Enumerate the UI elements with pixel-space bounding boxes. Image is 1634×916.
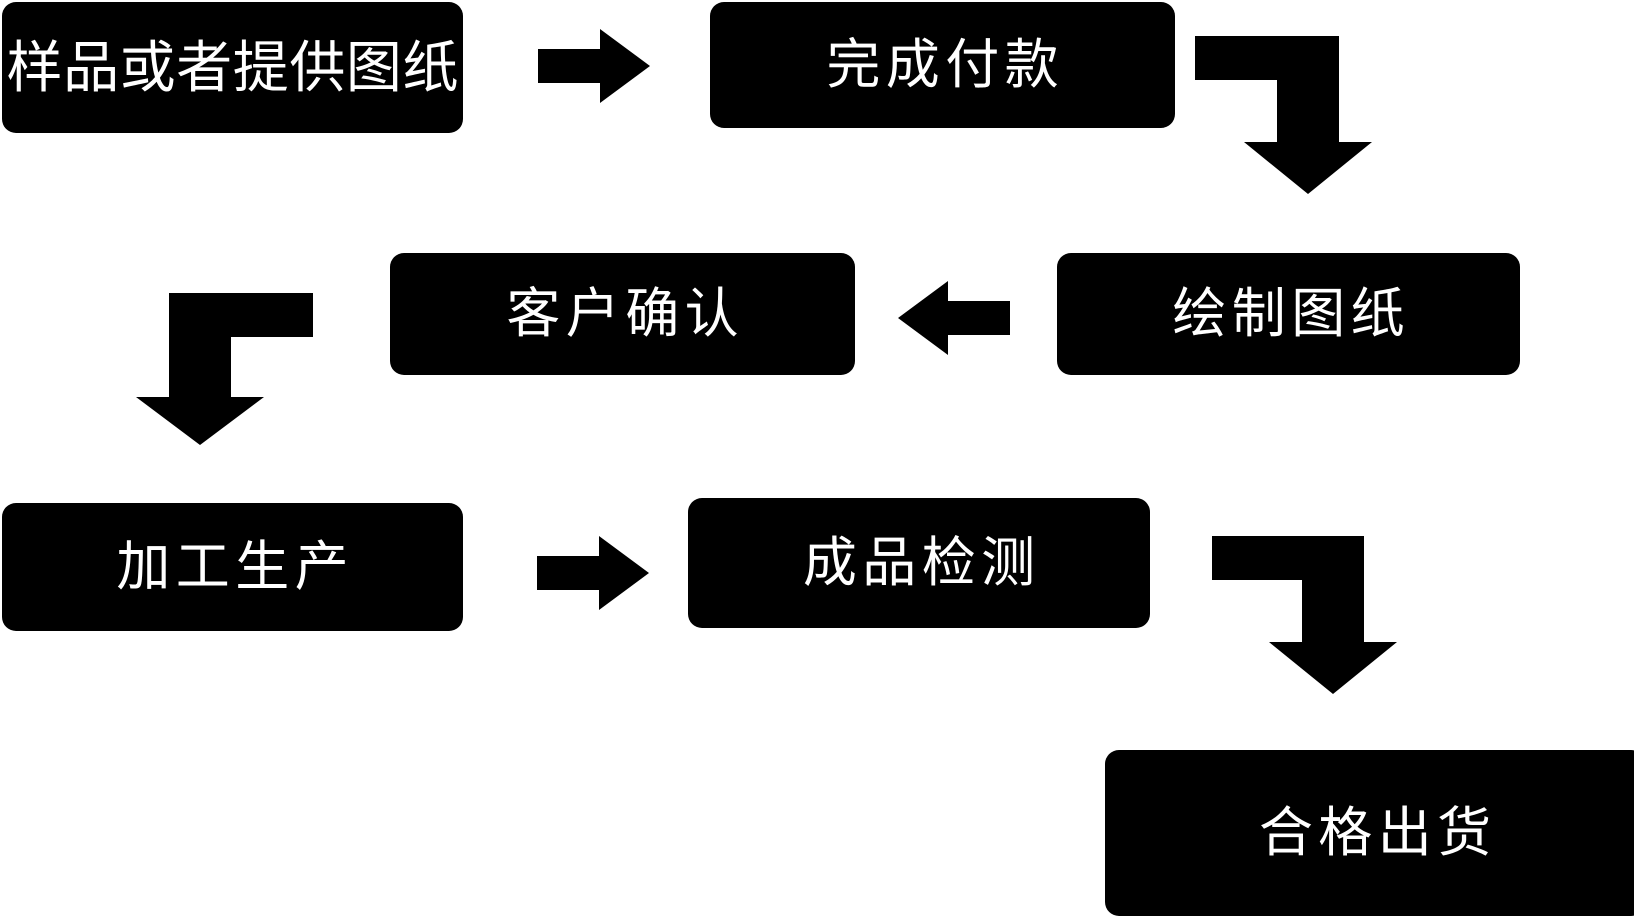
arrow-right-production-to-inspection-icon xyxy=(537,536,649,610)
flow-node-payment[interactable]: 完成付款 xyxy=(710,2,1175,128)
flow-node-shipment-label: 合格出货 xyxy=(1258,803,1497,863)
arrow-elbow-down-payment-to-drawing-icon xyxy=(1195,36,1372,194)
flow-node-shipment[interactable]: 合格出货 xyxy=(1105,750,1634,916)
flow-node-drawing-label: 绘制图纸 xyxy=(1172,284,1410,344)
flow-node-confirm-label: 客户确认 xyxy=(506,284,744,344)
flow-node-production[interactable]: 加工生产 xyxy=(2,503,463,631)
flow-node-sample[interactable]: 样品或者提供图纸 xyxy=(2,2,463,133)
arrow-elbow-down-confirm-to-production-icon xyxy=(136,293,313,445)
flow-node-drawing[interactable]: 绘制图纸 xyxy=(1057,253,1520,375)
arrow-left-drawing-to-confirm-icon xyxy=(898,281,1010,355)
flow-node-inspection[interactable]: 成品检测 xyxy=(688,498,1150,628)
flow-node-payment-label: 完成付款 xyxy=(826,35,1064,95)
flow-node-confirm[interactable]: 客户确认 xyxy=(390,253,855,375)
arrow-elbow-down-inspection-to-shipment-icon xyxy=(1212,536,1397,694)
flow-node-sample-label: 样品或者提供图纸 xyxy=(6,35,460,99)
flow-node-inspection-label: 成品检测 xyxy=(802,533,1041,593)
flow-node-production-label: 加工生产 xyxy=(116,537,354,597)
arrow-right-sample-to-payment-icon xyxy=(538,29,650,103)
